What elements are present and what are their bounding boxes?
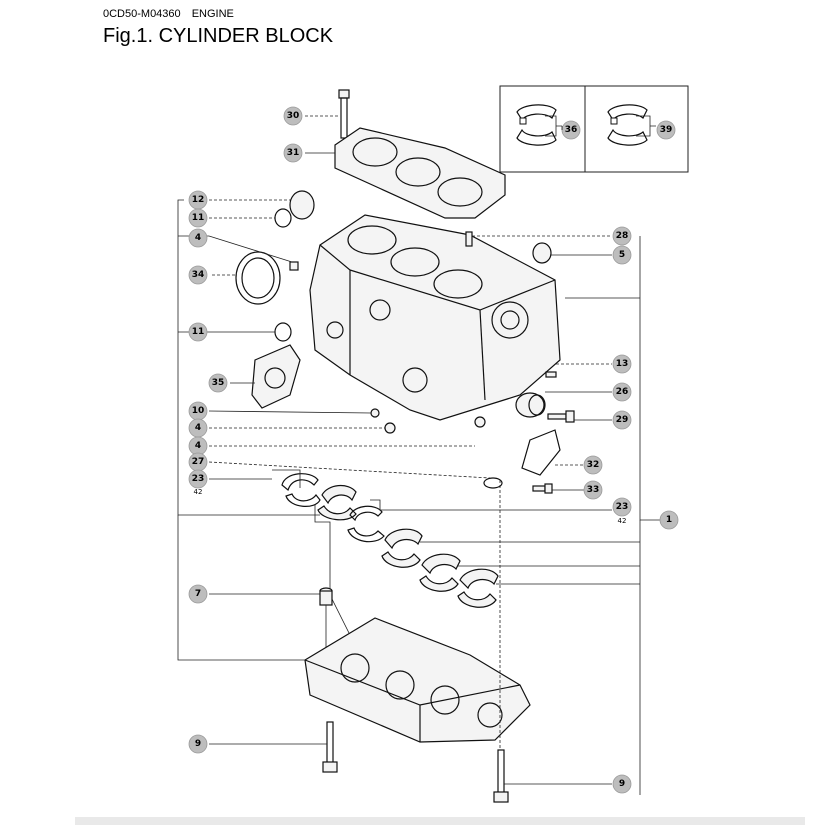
small-seal-lower xyxy=(274,322,292,342)
cylinder-block xyxy=(309,214,561,421)
svg-text:12: 12 xyxy=(192,195,205,205)
callout-27[interactable]: 27 xyxy=(188,452,208,472)
main-bearing-1 xyxy=(317,485,357,521)
plug-seal xyxy=(532,242,552,264)
callout-4-low[interactable]: 4 xyxy=(188,436,208,456)
svg-text:32: 32 xyxy=(587,460,600,470)
part-code: 0CD50-M04360 xyxy=(103,8,181,20)
svg-text:30: 30 xyxy=(287,111,300,121)
dowel-pin-washer xyxy=(483,477,503,489)
callout-11-top[interactable]: 11 xyxy=(188,208,208,228)
callout-31[interactable]: 31 xyxy=(283,143,303,163)
callout-39[interactable]: 39 xyxy=(656,120,676,140)
callout-12[interactable]: 12 xyxy=(188,190,208,210)
svg-text:33: 33 xyxy=(587,485,600,495)
callout-35[interactable]: 35 xyxy=(208,373,228,393)
dowel xyxy=(319,587,333,606)
sub-ref-42-right: 42 xyxy=(618,517,627,525)
main-bearing-4 xyxy=(457,568,499,608)
callout-4-mid[interactable]: 4 xyxy=(188,418,208,438)
plug xyxy=(289,261,299,271)
sub-ref-42-left: 42 xyxy=(194,488,203,496)
frame-bolt-left xyxy=(322,721,338,773)
main-bearing-3 xyxy=(419,553,461,592)
callout-10[interactable]: 10 xyxy=(188,401,208,421)
svg-text:13: 13 xyxy=(616,359,629,369)
svg-text:9: 9 xyxy=(619,779,625,789)
gasket-cover xyxy=(251,344,301,409)
svg-text:35: 35 xyxy=(212,378,225,388)
callout-11-lower[interactable]: 11 xyxy=(188,322,208,342)
svg-text:1: 1 xyxy=(666,515,672,525)
section-name: ENGINE xyxy=(191,8,234,20)
callout-29[interactable]: 29 xyxy=(612,410,632,430)
svg-text:23: 23 xyxy=(192,474,205,484)
inset-bearing-left xyxy=(516,104,562,146)
footer-bar xyxy=(75,817,805,825)
crankshaft-oil-seal xyxy=(235,251,281,305)
bolt xyxy=(547,410,575,423)
svg-text:10: 10 xyxy=(192,406,205,416)
callout-7[interactable]: 7 xyxy=(188,584,208,604)
callout-33[interactable]: 33 xyxy=(583,480,603,500)
small-seal xyxy=(274,208,292,228)
svg-text:7: 7 xyxy=(195,589,201,599)
main-bearing-frame xyxy=(304,617,531,743)
frame-bolt-right xyxy=(493,749,509,803)
callout-1[interactable]: 1 xyxy=(659,510,679,530)
svg-text:26: 26 xyxy=(616,387,629,397)
svg-text:4: 4 xyxy=(195,423,201,433)
plug-small xyxy=(384,422,396,434)
plug-side xyxy=(474,416,486,428)
callout-9-right[interactable]: 9 xyxy=(612,774,632,794)
svg-text:23: 23 xyxy=(616,502,629,512)
callout-34[interactable]: 34 xyxy=(188,265,208,285)
callout-4-top[interactable]: 4 xyxy=(188,228,208,248)
callout-13[interactable]: 13 xyxy=(612,354,632,374)
callout-28[interactable]: 28 xyxy=(612,226,632,246)
callout-23-right[interactable]: 23 xyxy=(612,497,632,517)
svg-text:4: 4 xyxy=(195,233,201,243)
svg-text:36: 36 xyxy=(565,125,578,135)
figure-title: Fig.1. CYLINDER BLOCK xyxy=(103,25,334,47)
svg-text:11: 11 xyxy=(192,327,205,337)
head-bolt xyxy=(338,89,350,139)
drain-plug xyxy=(370,408,380,418)
svg-text:9: 9 xyxy=(195,739,201,749)
svg-text:39: 39 xyxy=(660,125,673,135)
svg-text:34: 34 xyxy=(192,270,205,280)
oil-pump xyxy=(515,392,546,418)
svg-text:27: 27 xyxy=(192,457,205,467)
main-bearing-2 xyxy=(381,528,423,568)
callout-30[interactable]: 30 xyxy=(283,106,303,126)
svg-text:42: 42 xyxy=(618,517,627,525)
pin xyxy=(545,371,557,378)
callout-26[interactable]: 26 xyxy=(612,382,632,402)
callout-9-left[interactable]: 9 xyxy=(188,734,208,754)
svg-text:5: 5 xyxy=(619,250,625,260)
inset-bearing-right xyxy=(607,104,656,146)
svg-text:28: 28 xyxy=(616,231,629,241)
thrust-washer-1 xyxy=(281,473,321,507)
callout-36[interactable]: 36 xyxy=(561,120,581,140)
callout-23-left[interactable]: 23 xyxy=(188,469,208,489)
svg-text:4: 4 xyxy=(195,441,201,451)
head-gasket xyxy=(334,127,506,219)
inset-box xyxy=(499,85,689,173)
oil-seal-cap xyxy=(289,190,315,220)
svg-text:29: 29 xyxy=(616,415,629,425)
flange-bolt xyxy=(532,483,553,494)
svg-text:31: 31 xyxy=(287,148,300,158)
callout-32[interactable]: 32 xyxy=(583,455,603,475)
svg-text:11: 11 xyxy=(192,213,205,223)
callout-5[interactable]: 5 xyxy=(612,245,632,265)
stud-bolt xyxy=(465,231,473,247)
thrust-washer-2 xyxy=(347,505,385,543)
document-code: 0CD50-M04360 ENGINE xyxy=(103,8,242,20)
pump-gasket xyxy=(521,429,561,476)
svg-text:42: 42 xyxy=(194,488,203,496)
